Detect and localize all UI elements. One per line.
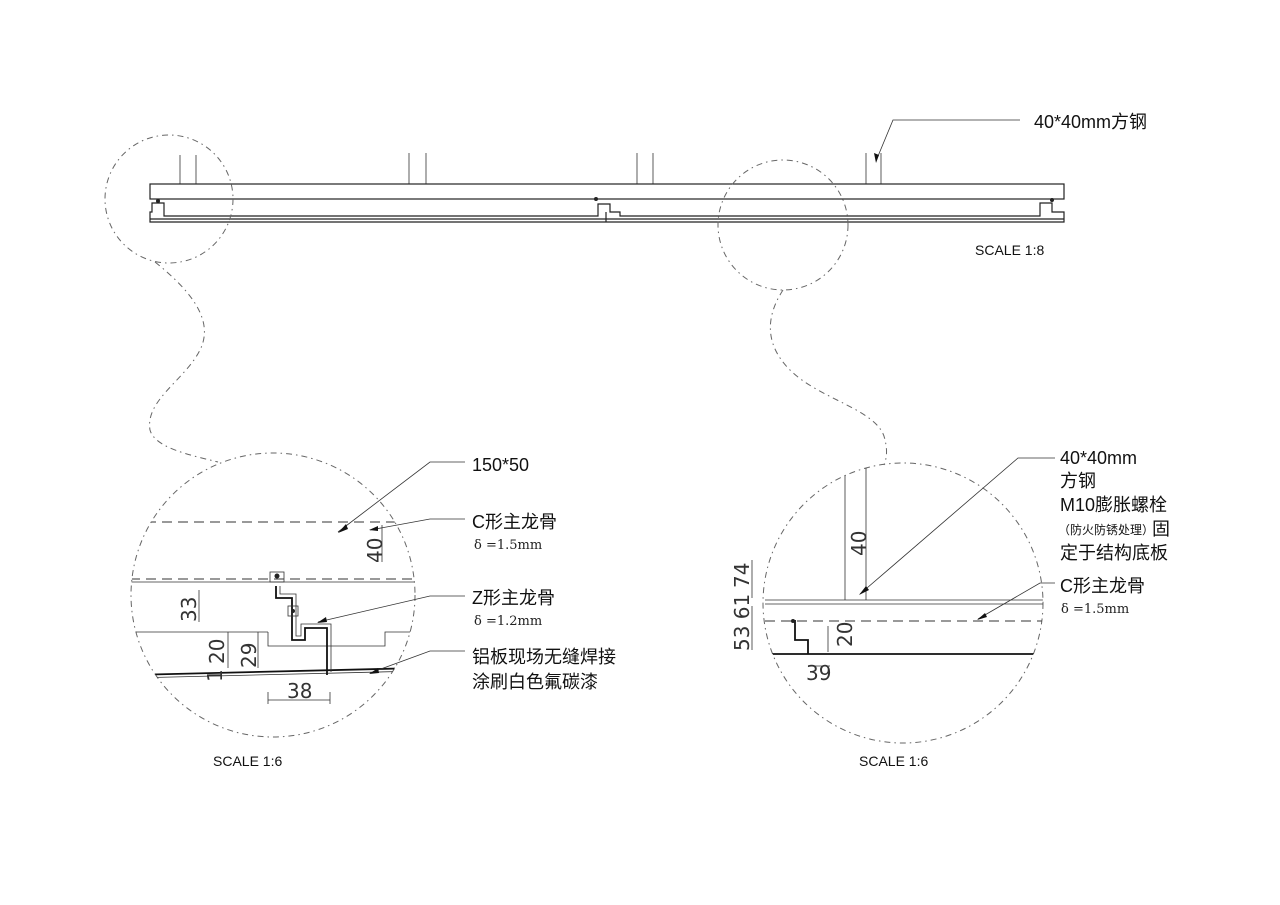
scale-top: SCALE 1:8 [975,242,1044,258]
dim-20-right: 20 [833,622,857,647]
dim-29-left: 29 [237,643,261,668]
label-steel-1: 40*40mm [1060,448,1137,468]
dim-40-right: 40 [847,531,871,556]
dim-53-61-right: 53 61 [730,594,754,651]
dim-39-right: 39 [806,661,831,685]
dim-20-left: 20 [205,639,229,664]
square-steel-posts [179,153,882,184]
aluminum-panel [149,202,1065,223]
detail-circle-left [130,452,416,738]
detail-right: 20 40 74 53 61 39 40*40mm 方钢 M10膨胀螺栓 （防火… [730,448,1170,769]
dim-33-left: 33 [177,597,201,622]
label-bolt: M10膨胀螺栓 [1060,495,1167,515]
dim-38-left: 38 [287,679,312,703]
scale-right: SCALE 1:6 [859,753,928,769]
clip-markers [156,197,1054,203]
c-main-keel-beam [149,183,1065,200]
top-elevation: 40*40mm方钢 SCALE 1:8 [149,112,1147,258]
detail-circle-right [762,462,1044,744]
dim-74-right: 74 [730,563,754,588]
dim-40-left: 40 [363,538,387,563]
detail-left: 40 33 20 29 1 38 150*50 C形主龙骨 δ =1.5mm Z… [130,452,616,769]
label-150x50: 150*50 [472,455,529,475]
label-c-keel-left: C形主龙骨 [472,512,557,532]
label-weld-2: 涂刷白色氟碳漆 [472,672,598,692]
label-z-keel-left: Z形主龙骨 [472,588,555,608]
label-fireproof: （防火防锈处理） [1058,522,1154,537]
leader-square-steel [875,119,1020,162]
dim-1-left: 1 [203,669,227,682]
label-fix-b: 定于结构底板 [1060,543,1168,563]
label-fix-a: 固 [1152,519,1170,539]
label-steel-2: 方钢 [1060,471,1096,491]
connector-right [769,289,888,466]
scale-left: SCALE 1:6 [213,753,282,769]
callout-circle-right [717,159,849,291]
label-c-thickness-right: δ =1.5mm [1061,602,1129,617]
label-c-keel-right: C形主龙骨 [1060,576,1145,596]
label-c-thickness-left: δ =1.5mm [474,538,542,553]
label-z-thickness-left: δ =1.2mm [474,614,542,629]
label-weld-1: 铝板现场无缝焊接 [472,647,616,667]
callout-circle-left [104,134,234,264]
connector-left [149,261,219,463]
label-square-steel: 40*40mm方钢 [1034,112,1147,132]
